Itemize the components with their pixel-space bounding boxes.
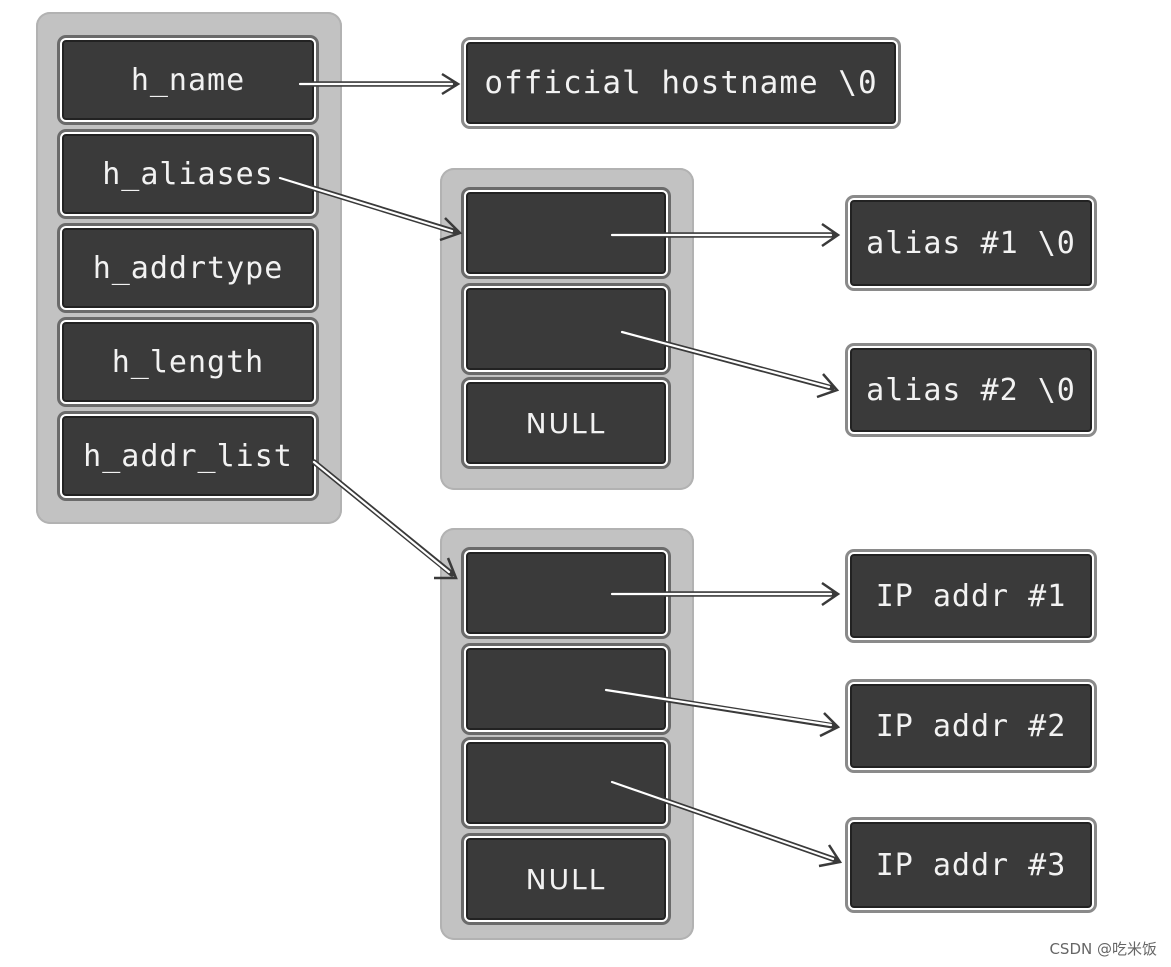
alias-target-2: alias #2 \0 — [848, 346, 1094, 434]
ip-addr-target-2: IP addr #2 — [848, 682, 1094, 770]
watermark: CSDN @吃米饭 — [1049, 940, 1157, 958]
ip-addr-target-3: IP addr #3 — [848, 820, 1094, 910]
alias-pointer-2 — [464, 286, 668, 372]
addr-pointer-3 — [464, 740, 668, 826]
field-h-aliases: h_aliases — [60, 132, 316, 216]
field-h-length: h_length — [60, 320, 316, 404]
field-h-addrtype: h_addrtype — [60, 226, 316, 310]
field-h-addr-list: h_addr_list — [60, 414, 316, 498]
official-hostname-box: official hostname \0 — [464, 40, 898, 126]
addr-pointer-1 — [464, 550, 668, 636]
addr-pointer-2 — [464, 646, 668, 732]
alias-null: NULL — [464, 380, 668, 466]
alias-pointer-1 — [464, 190, 668, 276]
addr-null: NULL — [464, 836, 668, 922]
field-h-name: h_name — [60, 38, 316, 122]
alias-target-1: alias #1 \0 — [848, 198, 1094, 288]
ip-addr-target-1: IP addr #1 — [848, 552, 1094, 640]
